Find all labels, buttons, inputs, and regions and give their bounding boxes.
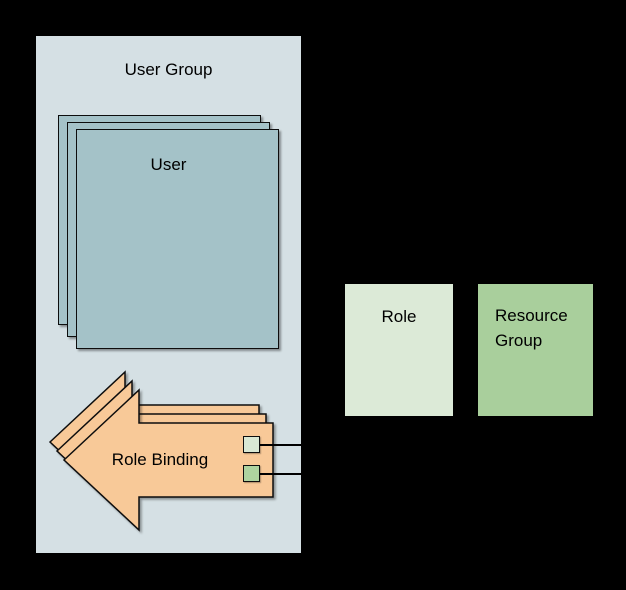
user-label: User	[150, 155, 187, 174]
connector-resource-group	[260, 473, 332, 475]
role-binding-label: Role Binding	[111, 450, 209, 469]
role-binding-arrow-layer-front	[62, 388, 274, 532]
user-group-container: User Group User	[36, 36, 301, 553]
user-stack-layer-front	[76, 129, 279, 349]
resource-group-anchor-square	[243, 465, 260, 482]
user-group-label: User Group	[124, 60, 213, 79]
role-label: Role	[381, 307, 417, 326]
resource-group-box: Resource Group	[478, 284, 593, 416]
resource-group-label: Resource Group	[495, 306, 568, 350]
role-anchor-square	[243, 436, 260, 453]
role-box: Role	[345, 284, 453, 416]
connector-role	[260, 444, 332, 446]
